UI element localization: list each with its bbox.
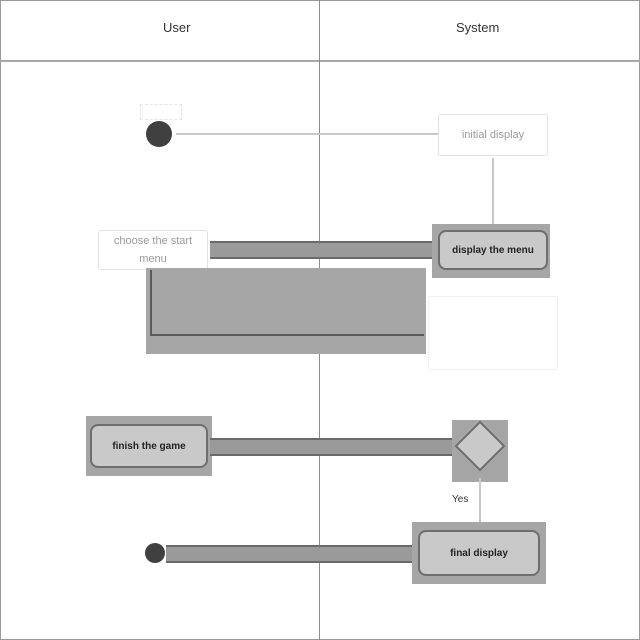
node-final-display: final display	[418, 530, 540, 576]
lane-title-system: System	[456, 20, 500, 35]
edge-initial-to-menu	[492, 158, 494, 228]
node-faint-system	[428, 296, 558, 370]
lane-title-user: User	[163, 20, 191, 35]
node-choose-start-menu: choose the start menu	[98, 230, 208, 270]
node-display-menu: display the menu	[438, 230, 548, 270]
edge-final-to-end	[166, 545, 418, 563]
edge-loop-horizontal	[150, 334, 424, 336]
start-node	[146, 121, 172, 147]
end-node	[145, 543, 165, 563]
edge-decision-to-final	[479, 478, 481, 524]
header-divider	[0, 60, 640, 62]
edge-label-yes: Yes	[452, 494, 469, 505]
edge-start-to-initial	[176, 133, 438, 135]
edge-choose-to-display	[210, 241, 440, 259]
edge-loop-back	[150, 270, 152, 336]
node-initial-display: initial display	[438, 114, 548, 156]
edge-finish-to-decision	[210, 438, 454, 456]
highlight-loop-region	[146, 268, 426, 354]
start-node-halo	[140, 104, 182, 120]
node-finish-game: finish the game	[90, 424, 208, 468]
